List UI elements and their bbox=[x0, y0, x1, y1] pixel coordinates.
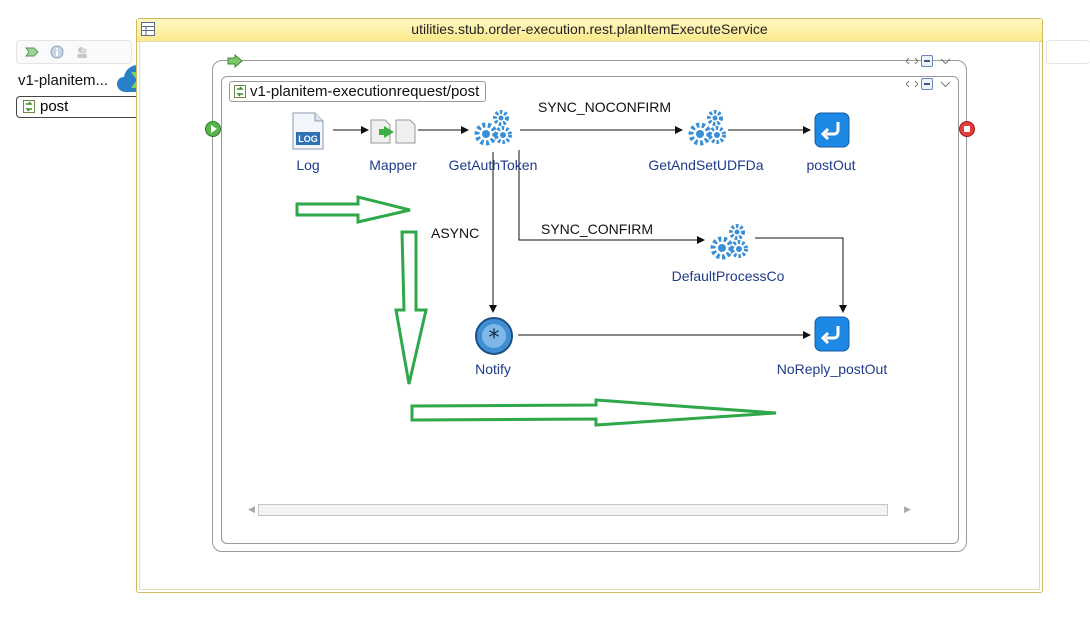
reply-icon[interactable] bbox=[814, 316, 850, 352]
scroll-right-icon[interactable]: ▶ bbox=[904, 504, 911, 514]
log-icon[interactable]: LOG bbox=[292, 112, 324, 150]
frame-body bbox=[139, 41, 1040, 590]
chevron-down-icon[interactable] bbox=[940, 58, 951, 65]
horizontal-scrollbar[interactable] bbox=[258, 504, 888, 516]
chevron-down-icon[interactable] bbox=[940, 81, 951, 88]
frame-title: utilities.stub.order-execution.rest.plan… bbox=[411, 21, 768, 37]
operation-icon bbox=[234, 85, 246, 98]
process-start-arrow-icon bbox=[227, 54, 243, 68]
palette-toolbar bbox=[16, 40, 132, 64]
info-icon[interactable] bbox=[50, 45, 64, 59]
minimize-button[interactable] bbox=[921, 55, 933, 67]
gear-icon[interactable] bbox=[686, 108, 728, 148]
operation-icon bbox=[23, 100, 35, 113]
scroll-left-icon[interactable]: ◀ bbox=[248, 504, 255, 514]
process-label[interactable]: v1-planitem-executionrequest/post bbox=[229, 81, 487, 102]
node-label-mapper: Mapper bbox=[369, 157, 417, 173]
process-label-text: v1-planitem-executionrequest/post bbox=[250, 83, 480, 100]
side-panel-stub bbox=[1046, 40, 1090, 64]
svg-text:*: * bbox=[489, 326, 500, 351]
minimize-button[interactable] bbox=[921, 78, 933, 90]
node-label-getauthtoken: GetAuthToken bbox=[448, 157, 538, 173]
edge-label-sync-confirm: SYNC_CONFIRM bbox=[541, 221, 654, 237]
link-icon[interactable] bbox=[905, 79, 919, 89]
edge-label-async: ASYNC bbox=[431, 225, 480, 241]
edge-label-sync-noconfirm: SYNC_NOCONFIRM bbox=[538, 99, 672, 115]
node-label-defaultprocess: DefaultProcessCo bbox=[671, 268, 785, 284]
transition-icon[interactable] bbox=[25, 45, 39, 59]
reply-icon[interactable] bbox=[814, 112, 850, 148]
node-label-getandsetudf: GetAndSetUDFDa bbox=[648, 157, 764, 173]
service-name: v1-planitem... bbox=[18, 72, 109, 89]
mapper-icon[interactable] bbox=[370, 116, 416, 144]
frame-header: utilities.stub.order-execution.rest.plan… bbox=[137, 19, 1042, 42]
gear-icon[interactable] bbox=[472, 108, 514, 148]
link-icon[interactable] bbox=[905, 56, 919, 66]
start-event-icon[interactable] bbox=[205, 121, 221, 137]
end-event-icon[interactable] bbox=[959, 121, 975, 137]
users-icon[interactable] bbox=[75, 45, 89, 59]
node-label-log: Log bbox=[296, 157, 320, 173]
operation-label: post bbox=[40, 98, 69, 115]
gear-icon[interactable] bbox=[708, 222, 750, 262]
table-icon bbox=[141, 22, 155, 36]
notify-icon[interactable]: * bbox=[474, 316, 514, 356]
svg-text:LOG: LOG bbox=[298, 134, 318, 144]
node-label-noreply-postout: NoReply_postOut bbox=[776, 361, 888, 377]
node-label-notify: Notify bbox=[475, 361, 511, 377]
node-label-postout: postOut bbox=[806, 157, 856, 173]
